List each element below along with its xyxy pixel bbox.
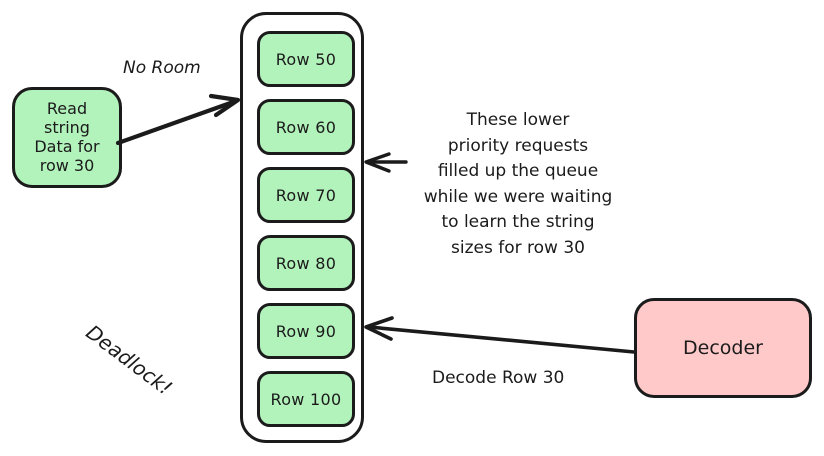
- queue-item-row-80[interactable]: Row 80: [257, 235, 355, 291]
- annotation-line-6: sizes for row 30: [451, 237, 585, 258]
- read-line-3: Data for: [34, 137, 100, 156]
- queue-item-label: Row 50: [275, 49, 337, 69]
- decode-row-label: Decode Row 30: [432, 368, 565, 388]
- read-line-2: string: [44, 118, 90, 138]
- read-line-4: row 30: [39, 155, 95, 175]
- annotation-line-3: filled up the queue: [437, 161, 599, 181]
- queue-item-row-70[interactable]: Row 70: [257, 167, 355, 223]
- decoder-label: Decoder: [683, 337, 763, 359]
- deadlock-label: Deadlock!: [81, 320, 177, 400]
- annotation-line-4: while we were waiting: [423, 186, 613, 207]
- arrow-read-to-queue: [115, 93, 241, 146]
- queue-item-label: Row 100: [270, 389, 342, 409]
- queue-item-row-60[interactable]: Row 60: [257, 99, 355, 155]
- arrow-annotation-to-queue: [364, 152, 408, 173]
- queue-item-label: Row 80: [275, 253, 337, 273]
- annotation-line-2: priority requests: [447, 135, 589, 156]
- request-queue-items: Row 50 Row 60 Row 70 Row 80 Row 90 Row 1…: [257, 31, 355, 427]
- arrow-decoder-to-queue: [364, 316, 636, 354]
- annotation-line-1: These lower: [466, 110, 570, 130]
- queue-item-label: Row 70: [275, 185, 337, 205]
- read-string-data-node[interactable]: Read string Data for row 30: [12, 87, 122, 188]
- queue-item-label: Row 90: [275, 321, 337, 341]
- annotation-line-5: to learn the string: [441, 212, 595, 232]
- read-line-1: Read: [46, 99, 88, 119]
- queue-item-row-90[interactable]: Row 90: [257, 303, 355, 359]
- read-string-data-label: Read string Data for row 30: [34, 100, 99, 175]
- queue-item-row-100[interactable]: Row 100: [257, 371, 355, 427]
- queue-item-row-50[interactable]: Row 50: [257, 31, 355, 87]
- decoder-node[interactable]: Decoder: [634, 298, 812, 398]
- queue-item-label: Row 60: [275, 117, 337, 137]
- queue-annotation: These lower priority requests filled up …: [410, 108, 626, 261]
- no-room-label: No Room: [123, 58, 201, 78]
- request-queue-container: Row 50 Row 60 Row 70 Row 80 Row 90 Row 1…: [240, 12, 364, 443]
